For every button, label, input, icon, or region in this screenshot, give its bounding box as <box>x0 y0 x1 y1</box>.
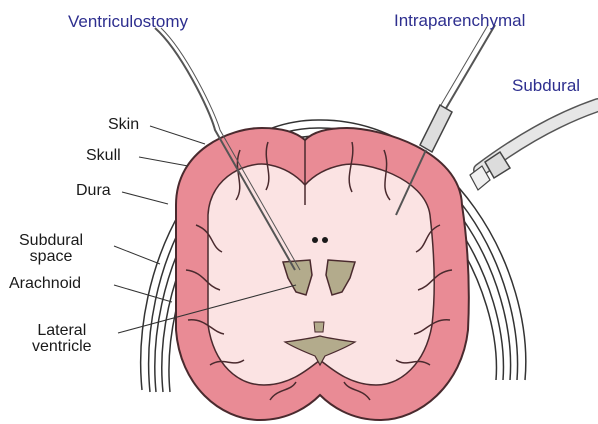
midline-dot <box>312 237 318 243</box>
lateral-ventricle-label: Lateral ventricle <box>32 323 92 355</box>
subdural-bolt <box>470 105 598 190</box>
dura-label: Dura <box>76 183 111 199</box>
skull-label: Skull <box>86 148 121 164</box>
midline-dot <box>322 237 328 243</box>
lateral-ventricle-line1: Lateral <box>32 323 92 339</box>
arachnoid-label: Arachnoid <box>9 276 81 292</box>
intraparenchymal-label: Intraparenchymal <box>394 12 525 29</box>
ventriculostomy-label: Ventriculostomy <box>68 13 188 30</box>
subdural-space-label: Subdural space <box>19 233 83 265</box>
third-ventricle <box>314 322 324 332</box>
skin-label: Skin <box>108 117 139 133</box>
subdural-label: Subdural <box>512 77 580 94</box>
lateral-ventricle-line2: ventricle <box>32 339 92 355</box>
subdural-space-line1: Subdural <box>19 233 83 249</box>
subdural-space-line2: space <box>19 249 83 265</box>
brain <box>176 128 469 420</box>
